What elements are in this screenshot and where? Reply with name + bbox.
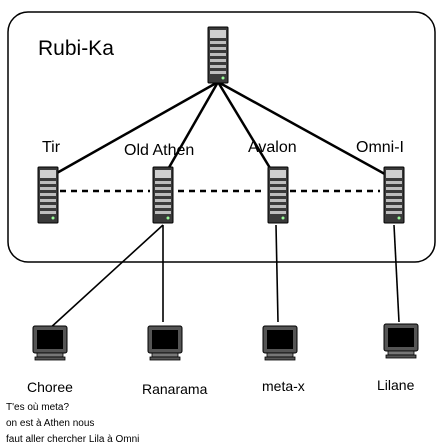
server-icon-old-athen[interactable]: [152, 166, 174, 224]
client-label-meta-x: meta-x: [262, 378, 305, 394]
client-link-lilane: [393, 224, 400, 323]
hub-links: [47, 80, 393, 180]
server-icon-tir[interactable]: [37, 166, 59, 224]
client-label-lilane: Lilane: [377, 377, 415, 393]
client-icon-meta-x[interactable]: [262, 325, 298, 361]
server-label-avalon: Avalon: [248, 139, 297, 156]
chat-line: T'es où meta?: [6, 402, 70, 413]
chat-line: faut aller chercher Lila à Omni: [6, 434, 140, 445]
client-label-ranarama: Ranarama: [142, 381, 208, 397]
hub-link-tir: [47, 80, 219, 180]
hub-server-icon[interactable]: [207, 26, 229, 84]
client-link-choree: [47, 224, 164, 331]
chat-line: on est à Athen nous: [6, 418, 95, 429]
client-icon-choree[interactable]: [32, 325, 68, 361]
region-label: Rubi-Ka: [38, 37, 114, 60]
hub-link-avalon: [216, 81, 278, 179]
server-label-old-athen: Old Athen: [124, 142, 194, 159]
chat-log: T'es où meta? on est à Athen nous faut a…: [6, 400, 139, 448]
hub-link-omni: [217, 80, 393, 180]
client-link-meta-x: [275, 224, 279, 323]
server-label-omni: Omni-I: [356, 139, 404, 156]
client-label-choree: Choree: [27, 379, 73, 395]
client-icon-ranarama[interactable]: [147, 325, 183, 361]
server-icon-avalon[interactable]: [267, 166, 289, 224]
client-links: [47, 224, 400, 331]
client-icon-lilane[interactable]: [383, 323, 419, 359]
server-label-tir: Tir: [42, 139, 61, 156]
region-boundary: [7, 11, 436, 263]
hub-link-old-athen: [161, 81, 220, 179]
server-icon-omni[interactable]: [383, 166, 405, 224]
